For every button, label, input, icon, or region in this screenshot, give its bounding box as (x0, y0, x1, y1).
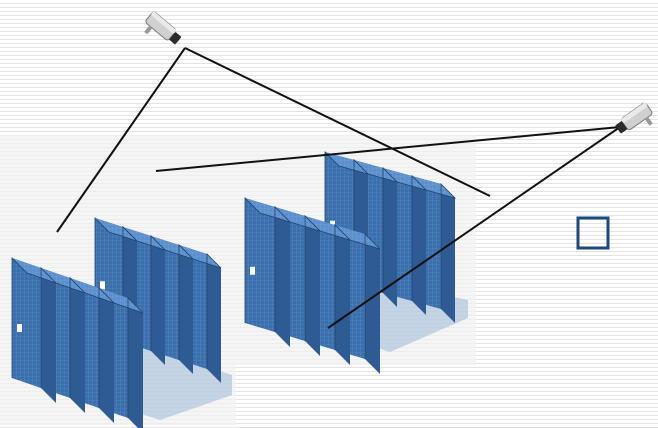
rack-groups (11, 151, 468, 428)
empty-square-icon (576, 216, 610, 250)
server-rack (11, 257, 57, 403)
sight-line (184, 47, 491, 197)
sight-line (56, 47, 186, 233)
camera-sight-lines (56, 47, 621, 329)
security-camera-icon (144, 11, 182, 45)
server-rack (244, 197, 291, 347)
security-camera-icon (615, 102, 653, 134)
sight-line (327, 126, 621, 329)
server-rack (382, 167, 428, 315)
sight-line (155, 126, 621, 172)
